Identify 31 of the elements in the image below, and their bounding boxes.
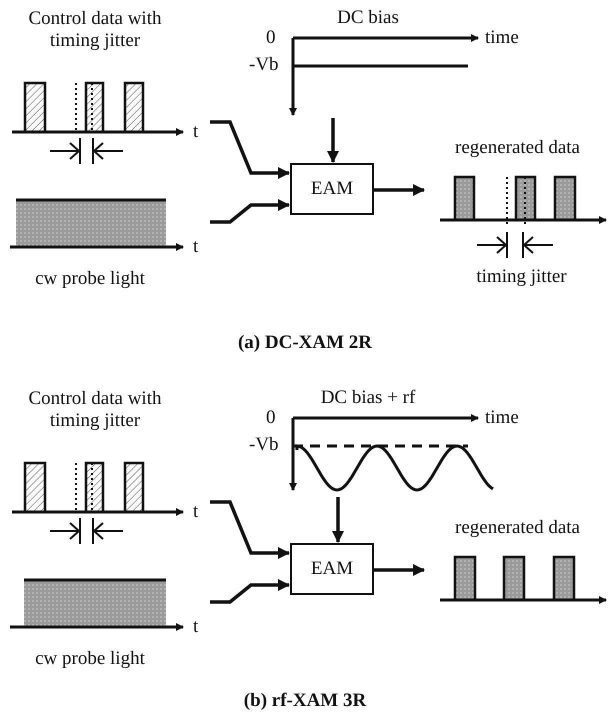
arrow [210, 579, 290, 604]
graph-title: DC bias [336, 7, 400, 29]
waveform-caption: Control data with timing jitter [28, 8, 162, 52]
waveform-caption: cw probe light [34, 648, 146, 670]
modulator-box: EAM [290, 163, 374, 215]
waveform-caption: regenerated data [454, 517, 581, 539]
axis-label: time [485, 407, 519, 429]
arrow [210, 120, 290, 179]
waveform-caption: cw probe light [34, 268, 146, 290]
figure-caption: (b) rf-XAM 3R [242, 690, 368, 712]
waveform-caption: regenerated data [454, 137, 581, 159]
graph-title: DC bias + rf [320, 387, 416, 409]
axis-value: 0 [266, 27, 276, 49]
waveform-caption: Control data with timing jitter [28, 388, 162, 432]
figure-caption: (a) DC-XAM 2R [236, 332, 374, 354]
arrow [374, 184, 425, 196]
axis-label: t [193, 501, 198, 523]
arrow [210, 500, 290, 559]
axis-label: t [193, 121, 198, 143]
arrow [210, 199, 290, 224]
axis-label: time [485, 27, 519, 49]
axis-value: -Vb [249, 54, 279, 76]
arrow [374, 564, 425, 576]
modulator-box: EAM [290, 543, 374, 595]
axis-label: t [193, 616, 198, 638]
axis-label: t [193, 236, 198, 258]
axis-value: 0 [266, 407, 276, 429]
arrow [332, 497, 344, 543]
arrow [327, 118, 339, 163]
dimension-label: timing jitter [475, 266, 568, 288]
axis-value: -Vb [249, 434, 279, 456]
